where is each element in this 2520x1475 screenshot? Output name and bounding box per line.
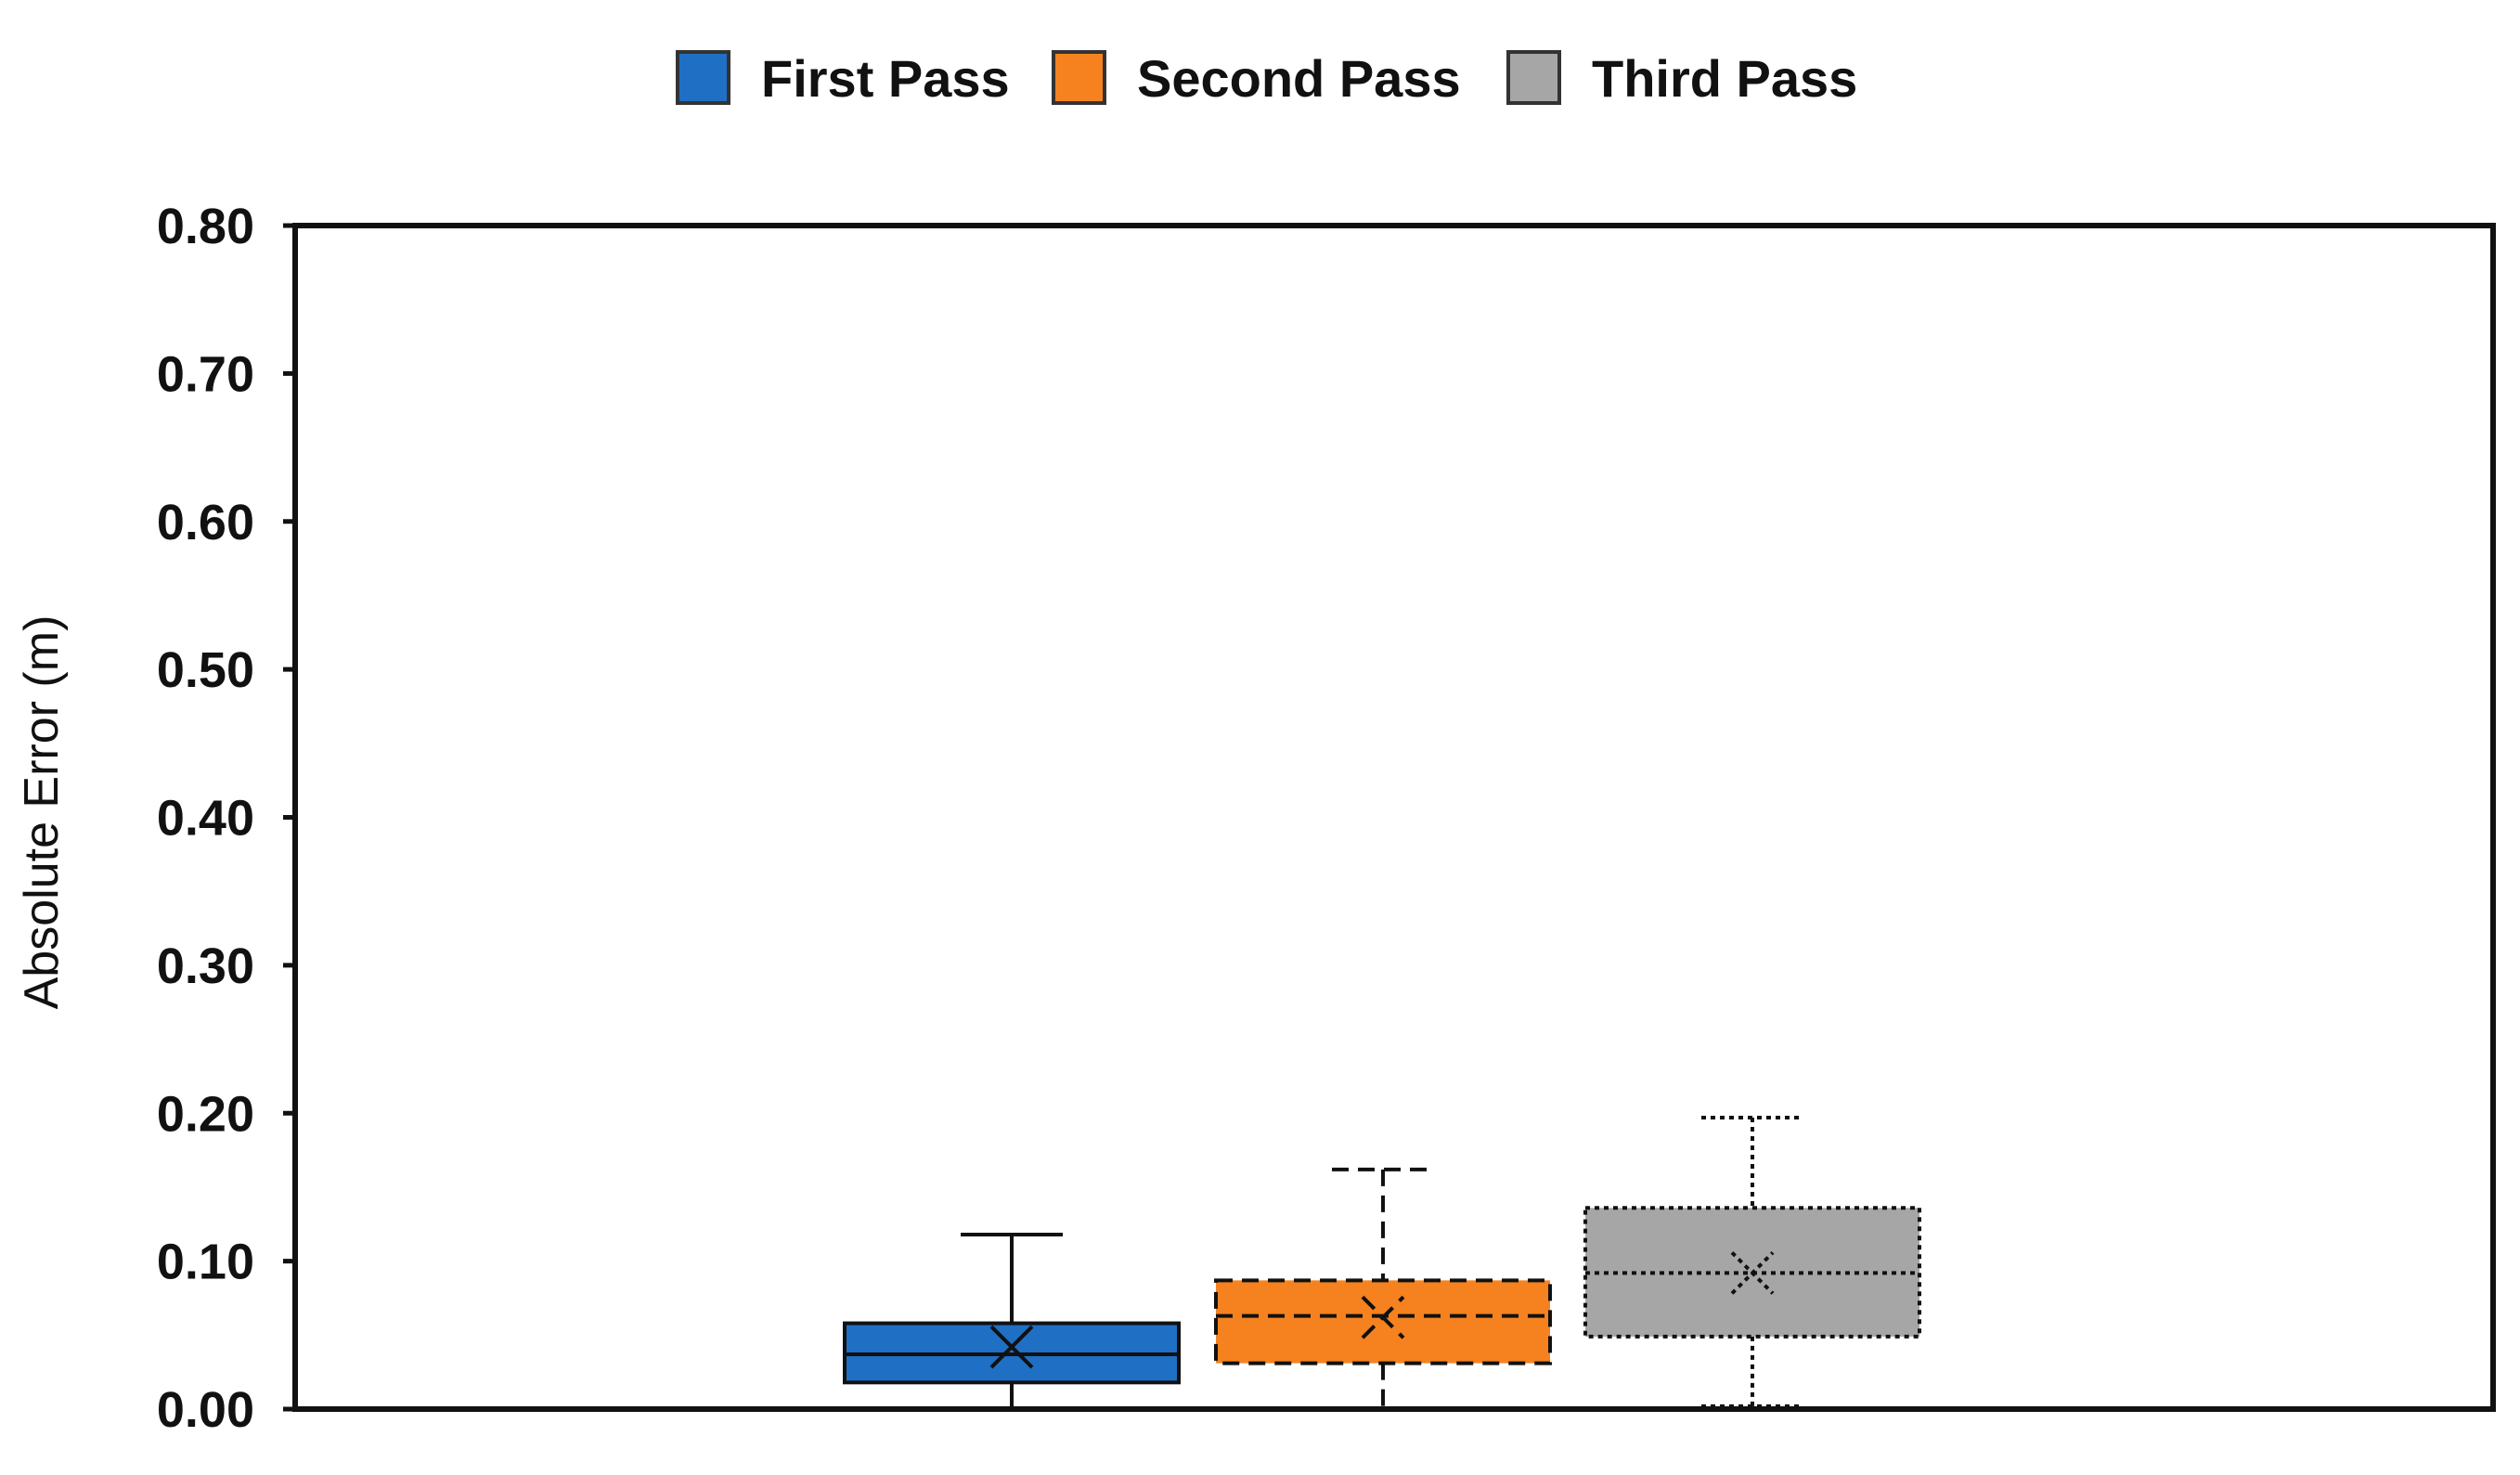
y-tick-label: 0.30	[157, 938, 254, 994]
legend-item-3: Third Pass	[1506, 49, 1857, 108]
y-tick-label: 0.00	[157, 1382, 254, 1438]
box-1	[843, 1232, 1181, 1411]
y-tick-label: 0.80	[157, 199, 254, 254]
legend-swatch	[1052, 50, 1106, 105]
legend-item-2: Second Pass	[1052, 49, 1461, 108]
plot-area	[292, 223, 2496, 1412]
mean-marker	[989, 1325, 1034, 1369]
y-tick-label: 0.50	[157, 642, 254, 698]
legend-label: First Pass	[761, 49, 1010, 108]
mean-marker	[1361, 1295, 1405, 1339]
legend-swatch	[1506, 50, 1561, 105]
box-iqr	[1214, 1278, 1552, 1365]
legend-label: Second Pass	[1137, 49, 1461, 108]
y-tick-label: 0.20	[157, 1086, 254, 1142]
y-tick-label: 0.70	[157, 346, 254, 402]
y-tick-label: 0.60	[157, 495, 254, 550]
box-2	[1214, 1167, 1552, 1411]
legend-swatch	[676, 50, 730, 105]
y-axis-title: Absolute Error (m)	[15, 615, 69, 1010]
box-3	[1583, 1116, 1921, 1408]
y-tick-label: 0.10	[157, 1235, 254, 1290]
y-axis: 0.00 0.10 0.20 0.30 0.40 0.50 0.60 0.70 0.80	[157, 199, 295, 1438]
plot-frame	[292, 223, 2496, 1412]
legend: First Pass Second Pass Third Pass	[676, 49, 1857, 108]
legend-label: Third Pass	[1592, 49, 1857, 108]
legend-item-1: First Pass	[676, 49, 1010, 108]
mean-marker	[1730, 1250, 1775, 1295]
y-tick-label: 0.40	[157, 791, 254, 847]
